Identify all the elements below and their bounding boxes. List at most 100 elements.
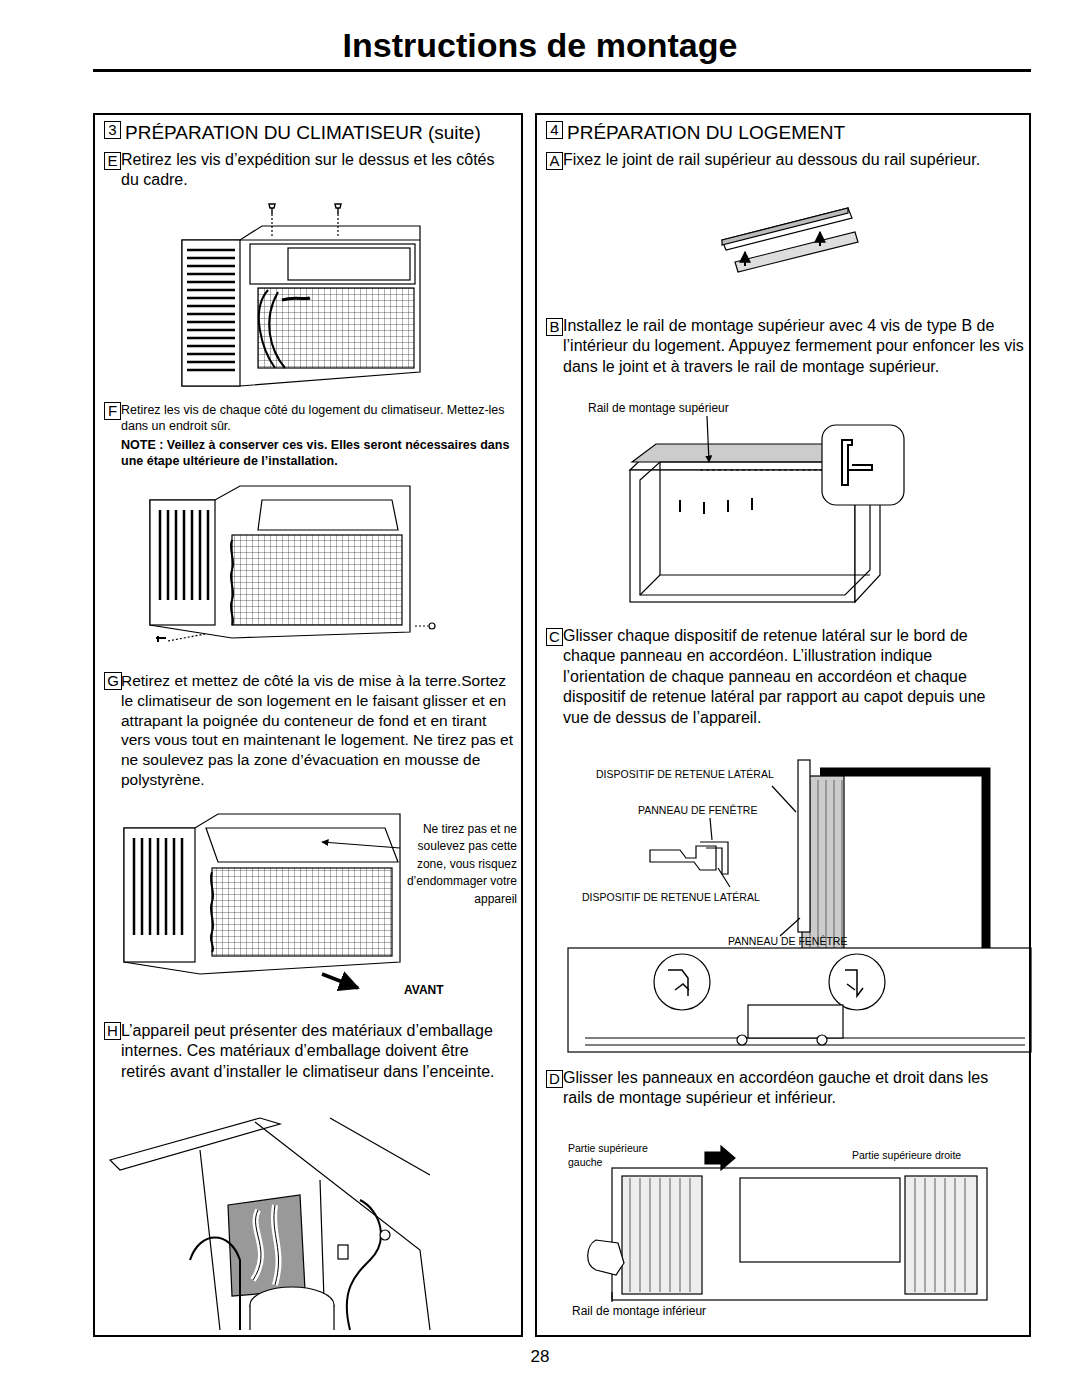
illustration-shape bbox=[798, 760, 810, 932]
step-text: Fixez le joint de rail supérieur au dess… bbox=[563, 150, 1025, 170]
step-text: NOTE : Veillez à conserver ces vis. Elle… bbox=[121, 437, 519, 469]
illustration-shape bbox=[211, 872, 213, 952]
housing-illustration bbox=[150, 486, 435, 642]
illustration-shape bbox=[668, 970, 863, 996]
step-letter: 4 bbox=[547, 122, 562, 138]
slide-out-illustration bbox=[124, 814, 400, 988]
illustration-shape bbox=[705, 1146, 735, 1170]
title-rule bbox=[93, 69, 1031, 72]
illustration-shape bbox=[611, 1292, 612, 1302]
step-letter-box: 3 bbox=[104, 121, 121, 139]
illustration-shape bbox=[259, 290, 285, 368]
section-heading: PRÉPARATION DU CLIMATISEUR (suite) bbox=[125, 121, 520, 145]
step-text: Glisser les panneaux en accordéon gauche… bbox=[563, 1068, 1009, 1109]
step-text: Retirez et mettez de côté la vis de mise… bbox=[121, 671, 517, 790]
illustration-shape bbox=[337, 214, 338, 236]
illustration-shape bbox=[182, 226, 420, 386]
figure-label: Partie supérieure gauche bbox=[568, 1142, 678, 1169]
illustration-shape bbox=[429, 623, 435, 629]
illustration-shape bbox=[718, 868, 730, 887]
step-letter: G bbox=[105, 673, 121, 689]
illustration-shape bbox=[630, 470, 855, 602]
figure-label: Partie supérieure droite bbox=[852, 1149, 1002, 1163]
illustration-shape bbox=[585, 1038, 1025, 1045]
illustration-shape bbox=[322, 842, 400, 848]
illustration-shape bbox=[737, 1035, 747, 1045]
illustration-shape bbox=[842, 440, 872, 485]
illustration-shape bbox=[250, 244, 415, 284]
illustration-shape bbox=[744, 252, 746, 266]
unit-illustration bbox=[182, 204, 420, 386]
retainer-illustration bbox=[568, 760, 1031, 1052]
illustration-shape bbox=[253, 1205, 279, 1285]
illustration-shape bbox=[330, 1118, 430, 1175]
step-letter: E bbox=[105, 153, 120, 169]
figure-label: AVANT bbox=[404, 983, 464, 999]
step-letter: C bbox=[547, 629, 562, 645]
illustration-shape bbox=[160, 510, 208, 600]
illustration-shape bbox=[282, 298, 310, 300]
page-title: Instructions de montage bbox=[0, 26, 1080, 65]
illustration-shape bbox=[380, 1230, 390, 1240]
figure-label: DISPOSITIF DE RETENUE LATÉRAL bbox=[582, 891, 782, 905]
illustration-shape bbox=[182, 240, 240, 386]
illustration-shape bbox=[253, 1205, 279, 1285]
figure-label: Ne tirez pas et ne soulevez pas cette zo… bbox=[400, 821, 517, 908]
step-letter-box: F bbox=[104, 402, 121, 420]
illustration-shape bbox=[258, 288, 414, 368]
step-letter-box: 4 bbox=[546, 121, 563, 139]
illustration-shape bbox=[568, 948, 1031, 1052]
illustration-shape bbox=[124, 814, 400, 974]
illustration-shape bbox=[322, 974, 358, 988]
illustration-shape bbox=[772, 786, 796, 812]
illustration-shape bbox=[187, 250, 235, 370]
step-letter-box: B bbox=[546, 318, 563, 336]
illustration-shape bbox=[335, 204, 341, 214]
illustration-shape bbox=[288, 248, 410, 280]
illustration-shape bbox=[232, 535, 402, 625]
illustration-shape bbox=[110, 1118, 280, 1170]
illustration-shape bbox=[654, 954, 710, 1010]
step-letter-box: A bbox=[546, 152, 563, 170]
illustration-shape bbox=[740, 1178, 900, 1262]
page-number: 28 bbox=[520, 1346, 560, 1368]
illustration-shape bbox=[710, 818, 712, 840]
step-text: Retirez les vis de chaque côté du logeme… bbox=[121, 402, 519, 434]
illustration-shape bbox=[415, 625, 428, 626]
rail-illustration bbox=[722, 208, 858, 272]
step-text: L’appareil peut présenter des matériaux … bbox=[121, 1021, 517, 1082]
step-text: Installez le rail de montage supérieur a… bbox=[563, 316, 1025, 377]
illustration-shape bbox=[190, 1200, 381, 1330]
illustration-shape bbox=[819, 232, 821, 246]
figure-label: Rail de montage inférieur bbox=[572, 1304, 772, 1320]
illustration-shape bbox=[124, 828, 195, 962]
step-letter: 3 bbox=[105, 122, 120, 138]
illustration-shape bbox=[150, 500, 215, 625]
illustration-shape bbox=[150, 486, 410, 638]
illustration-shape bbox=[206, 828, 398, 862]
section-panel: PRÉPARATION DU CLIMATISEUR (suite) Retire… bbox=[93, 113, 523, 1337]
illustration-shape bbox=[240, 239, 420, 240]
step-letter: F bbox=[105, 403, 120, 419]
illustration-shape bbox=[915, 1178, 965, 1292]
illustration-shape bbox=[258, 500, 398, 530]
step-letter: B bbox=[547, 319, 562, 335]
illustration-shape bbox=[588, 1240, 624, 1275]
illustration-shape bbox=[650, 846, 716, 870]
illustration-shape bbox=[212, 868, 392, 956]
illustration-shape bbox=[612, 1168, 987, 1300]
panels-illustration bbox=[588, 1146, 987, 1302]
illustration-shape bbox=[271, 214, 272, 236]
illustration-shape bbox=[134, 838, 182, 935]
step-text: Glisser chaque dispositif de retenue lat… bbox=[563, 626, 1005, 728]
illustration-shape bbox=[905, 1176, 977, 1294]
illustration-shape bbox=[622, 1176, 702, 1294]
illustration-shape bbox=[269, 204, 275, 214]
packaging-illustration bbox=[110, 1118, 430, 1330]
step-letter: H bbox=[105, 1023, 120, 1039]
figure-label: DISPOSITIF DE RETENUE LATÉRAL bbox=[596, 768, 796, 782]
illustration-shape bbox=[780, 918, 800, 936]
step-letter: A bbox=[547, 153, 562, 169]
illustration-shape bbox=[680, 498, 752, 514]
figure-label: PANNEAU DE FENÊTRE bbox=[728, 935, 878, 949]
